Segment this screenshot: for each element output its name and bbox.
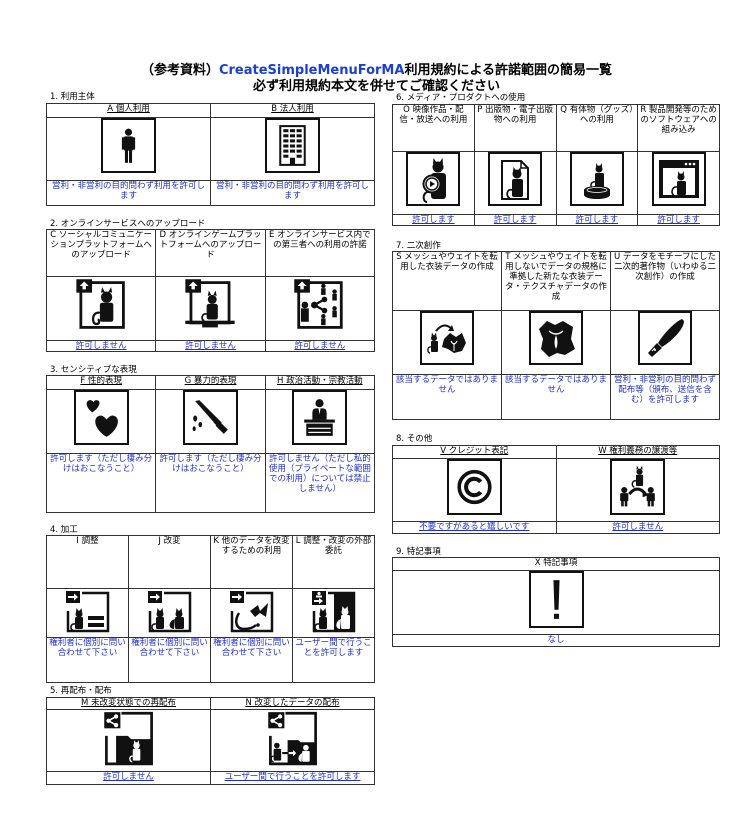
- software-window-icon: [651, 152, 706, 206]
- item-r-permission: 許可します: [637, 214, 720, 226]
- hearts-icon: [73, 390, 129, 445]
- section-6-table: O 映像作品・配信・放送への利用 P 出版物・電子出版物への利用 Q 有体物（グ…: [392, 104, 720, 226]
- item-t-permission: 該当するデータではありません: [501, 374, 611, 420]
- section-label-9: 9. 特記事項: [396, 547, 441, 557]
- share-folder-icon: [102, 711, 156, 767]
- page-subtitle: 必ず利用規約本文を併せてご確認ください: [252, 79, 500, 94]
- item-v-permission: 不要ですがあると嬉しいです: [392, 521, 557, 534]
- item-u-permission: 営利・非営利の目的問わず配布等（頒布、送信を含む）を許可します: [610, 374, 720, 420]
- item-u-head: U データをモチーフにした二次的著作物（いわゆる二次創作）の作成: [610, 251, 720, 311]
- figure-goods-icon: [569, 152, 624, 206]
- item-v-head: V クレジット表記: [392, 445, 557, 459]
- item-j-permission: 権利者に個別に問い合わせて下さい: [128, 637, 211, 683]
- item-o-head: O 映像作品・配信・放送への利用: [392, 104, 475, 152]
- video-play-icon: [406, 152, 461, 206]
- item-r-head: R 製品開発等のためのソフトウェアへの組み込み: [637, 104, 720, 152]
- parts-reuse-icon: [228, 590, 276, 634]
- pen-nib-icon: [638, 311, 692, 365]
- item-n-head: N 改変したデータの配布: [210, 697, 375, 710]
- item-h-head: H 政治活動・宗教活動: [264, 375, 376, 390]
- section-label-1: 1. 利用主体: [50, 92, 95, 102]
- item-g-head: G 暴力的表現: [155, 375, 266, 390]
- upload-monitor-icon: [182, 278, 238, 334]
- outsource-icon: [310, 590, 358, 634]
- exclamation-icon: [528, 571, 584, 628]
- item-s-permission: 該当するデータではありません: [392, 374, 502, 420]
- item-q-permission: 許可します: [555, 214, 639, 226]
- item-c-head: C ソーシャルコミュニケーションプラットフォームへのアップロード: [45, 229, 157, 277]
- modify-icon: [146, 590, 194, 634]
- item-m-head: M 未改変状態での再配布: [46, 697, 211, 710]
- item-n-permission: ユーザー間で行うことを許可します: [210, 771, 375, 785]
- item-k-permission: 権利者に個別に問い合わせて下さい: [210, 637, 293, 683]
- item-g-permission: 許可します（ただし棲み分けはおこなうこと）: [155, 453, 266, 513]
- item-w-permission: 許可しません: [555, 521, 720, 534]
- title-prefix: （参考資料）: [140, 63, 219, 78]
- item-e-permission: 許可しません: [264, 340, 376, 352]
- item-a-permission: 営利・非営利の目的問わず利用を許可します: [46, 180, 211, 206]
- section-label-2: 2. オンラインサービスへのアップロード: [50, 219, 206, 229]
- item-c-permission: 許可しません: [45, 340, 157, 352]
- section-label-4: 4. 加工: [50, 525, 78, 535]
- title-suffix: 利用規約による許諾範囲の簡易一覧: [404, 63, 613, 78]
- section-4-table: I 調整 J 改変 K 他のデータを改変するための利用 L 調整・改変の外部委託…: [46, 535, 375, 683]
- section-label-3: 3. センシティブな表現: [50, 365, 137, 375]
- adjust-equal-icon: [64, 590, 112, 634]
- office-building-icon: [265, 118, 320, 173]
- item-l-head: L 調整・改変の外部委託: [292, 535, 375, 589]
- section-1-table: A 個人利用 B 法人利用 営利・非営利の目的問わず利用を許可します 営利・非営…: [46, 103, 375, 206]
- item-b-head: B 法人利用: [210, 103, 375, 118]
- item-x-head: X 特記事項: [392, 557, 720, 571]
- page-title: （参考資料）CreateSimpleMenuForMA利用規約による許諾範囲の簡…: [0, 63, 753, 79]
- title-brand: CreateSimpleMenuForMA: [218, 63, 405, 78]
- outfit-transfer-icon: [420, 311, 474, 365]
- item-t-head: T メッシュやウェイトを転用しないでデータの規格に準拠した新たな衣装データ・テク…: [501, 251, 611, 311]
- item-x-permission: なし: [392, 634, 720, 647]
- item-i-head: I 調整: [46, 535, 129, 589]
- section-label-8: 8. その他: [396, 434, 433, 444]
- item-b-permission: 営利・非営利の目的問わず利用を許可します: [210, 180, 375, 206]
- item-k-head: K 他のデータを改変するための利用: [210, 535, 293, 589]
- share-modified-icon: [266, 711, 320, 767]
- section-label-5: 5. 再配布・配布: [50, 686, 112, 696]
- section-3-table: F 性的表現 G 暴力的表現 H 政治活動・宗教活動 許可します（ただし棲み分け…: [45, 375, 376, 513]
- item-s-head: S メッシュやウェイトを転用した衣装データの作成: [392, 251, 502, 311]
- transfer-rights-icon: [610, 459, 666, 515]
- item-d-permission: 許可しません: [155, 340, 266, 352]
- upload-share-icon: [292, 278, 348, 334]
- upload-avatar-icon: [73, 278, 129, 334]
- outfit-icon: [529, 311, 583, 365]
- section-9-table: X 特記事項 なし: [392, 557, 720, 647]
- knife-icon: [182, 390, 238, 445]
- item-h-permission: 許可しません（ただし私的使用（プライベートな範囲での利用）については禁止しません…: [264, 453, 376, 513]
- item-i-permission: 権利者に個別に問い合わせて下さい: [46, 637, 129, 683]
- item-m-permission: 許可しません: [46, 771, 211, 785]
- person-icon: [101, 118, 156, 173]
- item-p-head: P 出版物・電子出版物への利用: [473, 104, 557, 152]
- section-8-table: V クレジット表記 W 権利義務の譲渡等 不要ですがあると嬉しいです 許可しませ…: [392, 445, 720, 534]
- item-a-head: A 個人利用: [46, 103, 211, 118]
- item-d-head: D オンラインゲームプラットフォームへのアップロード: [155, 229, 266, 277]
- item-q-head: Q 有体物（グッズ）への利用: [555, 104, 639, 152]
- section-2-table: C ソーシャルコミュニケーションプラットフォームへのアップロード D オンライン…: [45, 229, 376, 352]
- section-5-table: M 未改変状態での再配布 N 改変したデータの配布 許可しません ユーザー間で行…: [46, 697, 375, 785]
- item-j-head: J 改変: [128, 535, 211, 589]
- item-w-head: W 権利義務の譲渡等: [555, 445, 720, 459]
- publication-icon: [488, 152, 543, 206]
- item-p-permission: 許可します: [473, 214, 557, 226]
- section-7-table: S メッシュやウェイトを転用した衣装データの作成 T メッシュやウェイトを転用し…: [392, 251, 720, 420]
- copyright-icon: [446, 459, 502, 515]
- section-label-6: 6. メディア・プロダクトへの使用: [396, 93, 526, 103]
- item-o-permission: 許可します: [392, 214, 475, 226]
- section-label-7: 7. 二次創作: [396, 241, 441, 251]
- podium-speaker-icon: [292, 390, 348, 445]
- item-f-permission: 許可します（ただし棲み分けはおこなうこと）: [45, 453, 157, 513]
- item-e-head: E オンラインサービス内での第三者への利用の許諾: [264, 229, 376, 277]
- item-f-head: F 性的表現: [45, 375, 157, 390]
- item-l-permission: ユーザー間で行うことを許可します: [292, 637, 375, 683]
